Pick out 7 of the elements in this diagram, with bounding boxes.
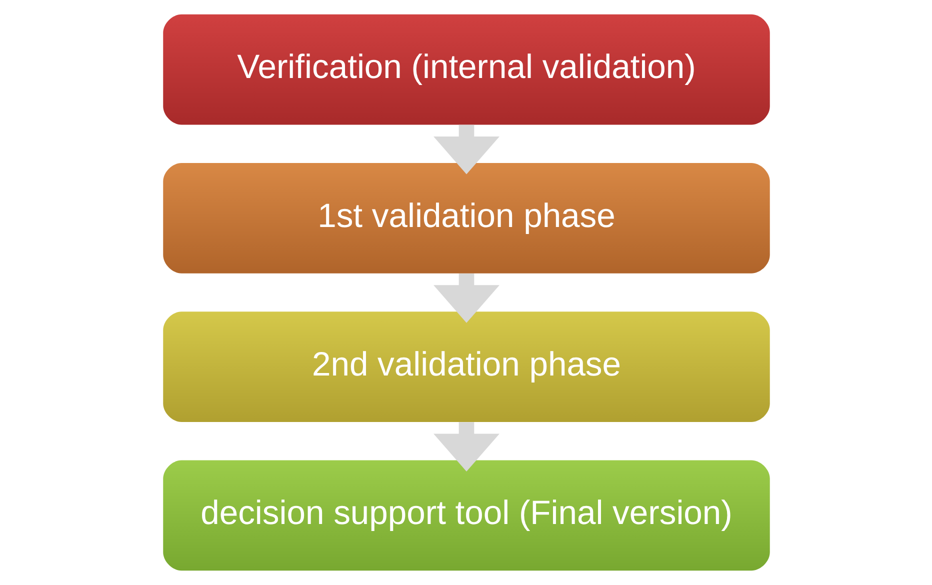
node-box: decision support tool (Final version) <box>162 460 770 571</box>
node-box: 2nd validation phase <box>162 312 770 422</box>
node-box: Verification (internal validation) <box>162 14 770 125</box>
arrow <box>433 274 499 323</box>
node-box: 1st validation phase <box>162 163 770 274</box>
arrow <box>433 422 499 472</box>
arrow <box>433 124 499 174</box>
